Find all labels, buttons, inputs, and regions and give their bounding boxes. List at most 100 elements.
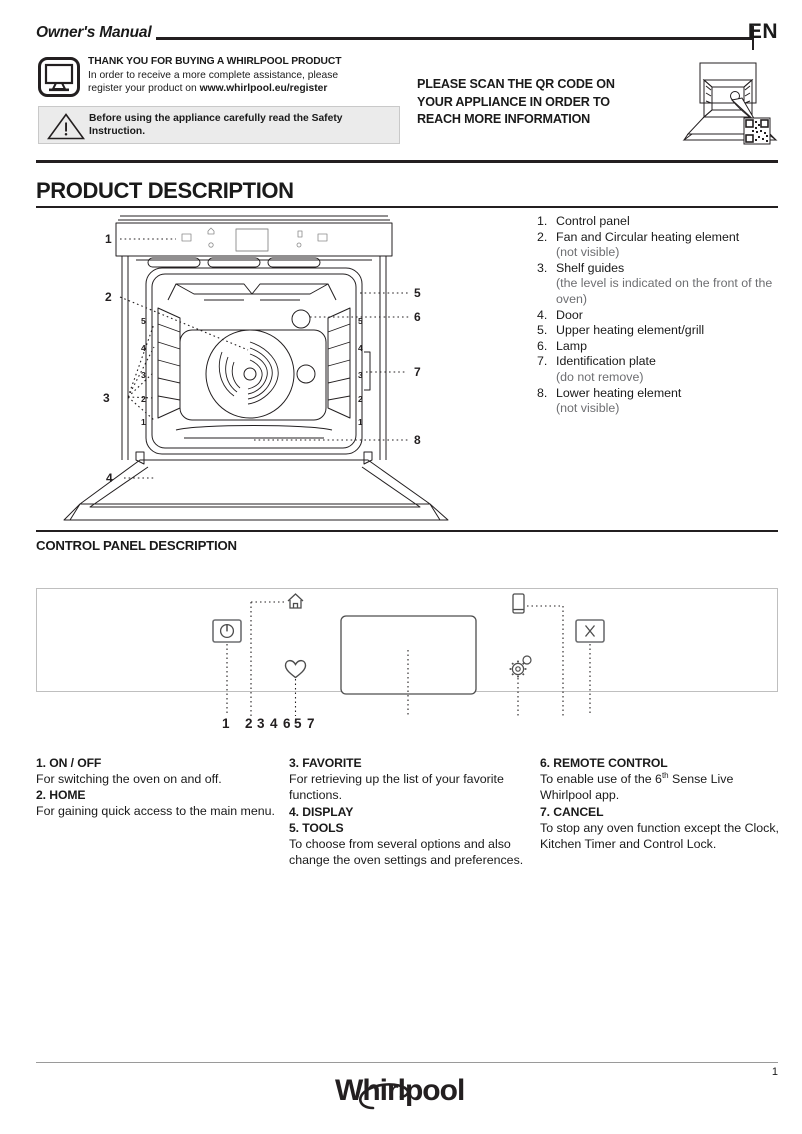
svg-text:2: 2 xyxy=(141,394,146,404)
svg-text:7: 7 xyxy=(414,365,421,379)
svg-text:4: 4 xyxy=(141,343,146,353)
svg-text:4: 4 xyxy=(358,343,363,353)
remote-body-post: Sense Live Whirlpool app. xyxy=(540,772,734,803)
part-number: 5. xyxy=(537,323,548,338)
register-url: www.whirlpool.eu/register xyxy=(199,83,328,95)
part-sublabel: (not visible) xyxy=(556,401,620,416)
phone-remote-control-icon xyxy=(512,593,525,614)
list-item: 5. Upper heating element/grill xyxy=(537,323,792,339)
desc-heading-favorite: 3. FAVORITE xyxy=(289,756,362,770)
svg-text:2: 2 xyxy=(358,394,363,404)
part-number: 8. xyxy=(537,385,548,400)
svg-text:3: 3 xyxy=(141,370,146,380)
part-sublabel: (not visible) xyxy=(556,245,620,260)
svg-text:6: 6 xyxy=(414,310,421,324)
part-label: Lamp xyxy=(556,338,587,353)
callout-1: 1 xyxy=(222,716,230,731)
cancel-x-button-icon xyxy=(575,619,605,643)
description-column-2: 3. FAVORITE For retrieving up the list o… xyxy=(289,755,531,869)
callout-4: 4 xyxy=(270,716,278,731)
qr-line-3: REACH MORE INFORMATION xyxy=(417,112,591,126)
part-label: Identification plate xyxy=(556,354,656,369)
page-number: 1 xyxy=(771,1066,778,1078)
desc-heading-display: 4. DISPLAY xyxy=(289,804,354,819)
power-button-icon xyxy=(212,619,242,643)
desc-body-on-off: For switching the oven on and off. xyxy=(36,772,222,786)
product-desc-rule xyxy=(36,206,778,208)
header-bottom-rule xyxy=(36,160,778,163)
list-item: 3. Shelf guides(the level is indicated o… xyxy=(537,261,792,308)
svg-text:2: 2 xyxy=(105,290,112,304)
part-sublabel: (do not remove) xyxy=(556,369,644,384)
thank-you-heading: THANK YOU FOR BUYING A WHIRLPOOL PRODUCT xyxy=(88,56,342,67)
control-panel-diagram: 1 2 3 4 6 5 7 xyxy=(36,588,778,733)
thank-you-body: In order to receive a more complete assi… xyxy=(88,69,388,95)
description-column-1: 1. ON / OFF For switching the oven on an… xyxy=(36,755,278,820)
header-tick xyxy=(752,26,754,50)
list-item: 1. Control panel xyxy=(537,214,792,230)
qr-line-2: YOUR APPLIANCE IN ORDER TO xyxy=(417,94,610,109)
part-number: 4. xyxy=(537,307,548,322)
monitor-icon xyxy=(38,57,80,97)
list-item: 4. Door xyxy=(537,308,792,324)
part-number: 1. xyxy=(537,214,548,228)
desc-body-home: For gaining quick access to the main men… xyxy=(36,804,275,819)
oven-front-cutaway-diagram: 5 4 3 2 1 5 4 3 2 1 xyxy=(58,212,508,530)
remote-body-superscript: th xyxy=(661,770,669,780)
list-item: 6. Lamp xyxy=(537,339,792,355)
svg-text:5: 5 xyxy=(414,286,421,300)
header-rule xyxy=(156,37,752,40)
svg-text:3: 3 xyxy=(358,370,363,380)
thank-you-line1: In order to receive a more complete assi… xyxy=(88,70,339,81)
list-item: 2. Fan and Circular heating element(not … xyxy=(537,230,792,261)
svg-text:5: 5 xyxy=(141,316,146,326)
desc-heading-remote-control: 6. REMOTE CONTROL xyxy=(540,756,668,770)
svg-text:3: 3 xyxy=(103,391,110,405)
part-number: 2. xyxy=(537,229,548,244)
part-label: Upper heating element/grill xyxy=(556,323,705,338)
safety-warning-box: Before using the appliance carefully rea… xyxy=(38,106,400,144)
part-number: 3. xyxy=(537,260,548,275)
svg-text:1: 1 xyxy=(141,417,146,427)
desc-body-remote-control: To enable use of the 6th Sense Live Whir… xyxy=(540,771,788,804)
list-item: 7. Identification plate(do not remove) xyxy=(537,354,792,385)
warning-triangle-icon xyxy=(46,113,86,140)
part-label: Shelf guides xyxy=(556,260,625,275)
svg-text:1: 1 xyxy=(358,417,363,427)
home-icon xyxy=(287,593,304,609)
description-column-3: 6. REMOTE CONTROL To enable use of the 6… xyxy=(540,755,788,853)
manual-title: Owner's Manual xyxy=(36,24,152,41)
heart-favorite-icon xyxy=(284,659,307,679)
desc-heading-home: 2. HOME xyxy=(36,788,86,803)
gear-tools-icon xyxy=(509,655,532,678)
list-item: 8. Lower heating element(not visible) xyxy=(537,386,792,417)
thank-you-line2-prefix: register your product on xyxy=(88,83,200,95)
desc-heading-on-off: 1. ON / OFF xyxy=(36,756,102,770)
whirlpool-logo: Whirlpool xyxy=(335,1070,495,1114)
desc-body-tools: To choose from several options and also … xyxy=(289,836,524,868)
svg-text:Whirlpool: Whirlpool xyxy=(335,1074,464,1107)
part-label: Fan and Circular heating element xyxy=(556,229,740,244)
qr-notice-text: PLEASE SCAN THE QR CODE ON YOUR APPLIANC… xyxy=(417,76,657,129)
control-panel-top-rule xyxy=(36,530,778,532)
desc-body-cancel: To stop any oven function except the Clo… xyxy=(540,820,780,852)
callout-2: 2 xyxy=(245,716,253,731)
remote-body-pre: To enable use of the 6 xyxy=(540,772,662,786)
safety-warning-text: Before using the appliance carefully rea… xyxy=(89,113,343,137)
svg-text:5: 5 xyxy=(358,316,363,326)
part-sublabel: (the level is indicated on the front of … xyxy=(556,276,773,306)
desc-heading-cancel: 7. CANCEL xyxy=(540,804,604,819)
language-code: EN xyxy=(747,20,778,43)
part-label: Door xyxy=(556,307,583,322)
control-panel-section-title: CONTROL PANEL DESCRIPTION xyxy=(36,538,237,553)
part-label: Control panel xyxy=(556,214,630,228)
callout-5: 5 xyxy=(294,716,302,731)
callout-6: 6 xyxy=(283,716,291,731)
part-number: 6. xyxy=(537,338,548,353)
footer-rule xyxy=(36,1062,778,1063)
part-number: 7. xyxy=(537,354,548,369)
part-label: Lower heating element xyxy=(556,385,682,400)
svg-text:1: 1 xyxy=(105,232,112,246)
header-band: Owner's Manual EN xyxy=(36,20,778,50)
